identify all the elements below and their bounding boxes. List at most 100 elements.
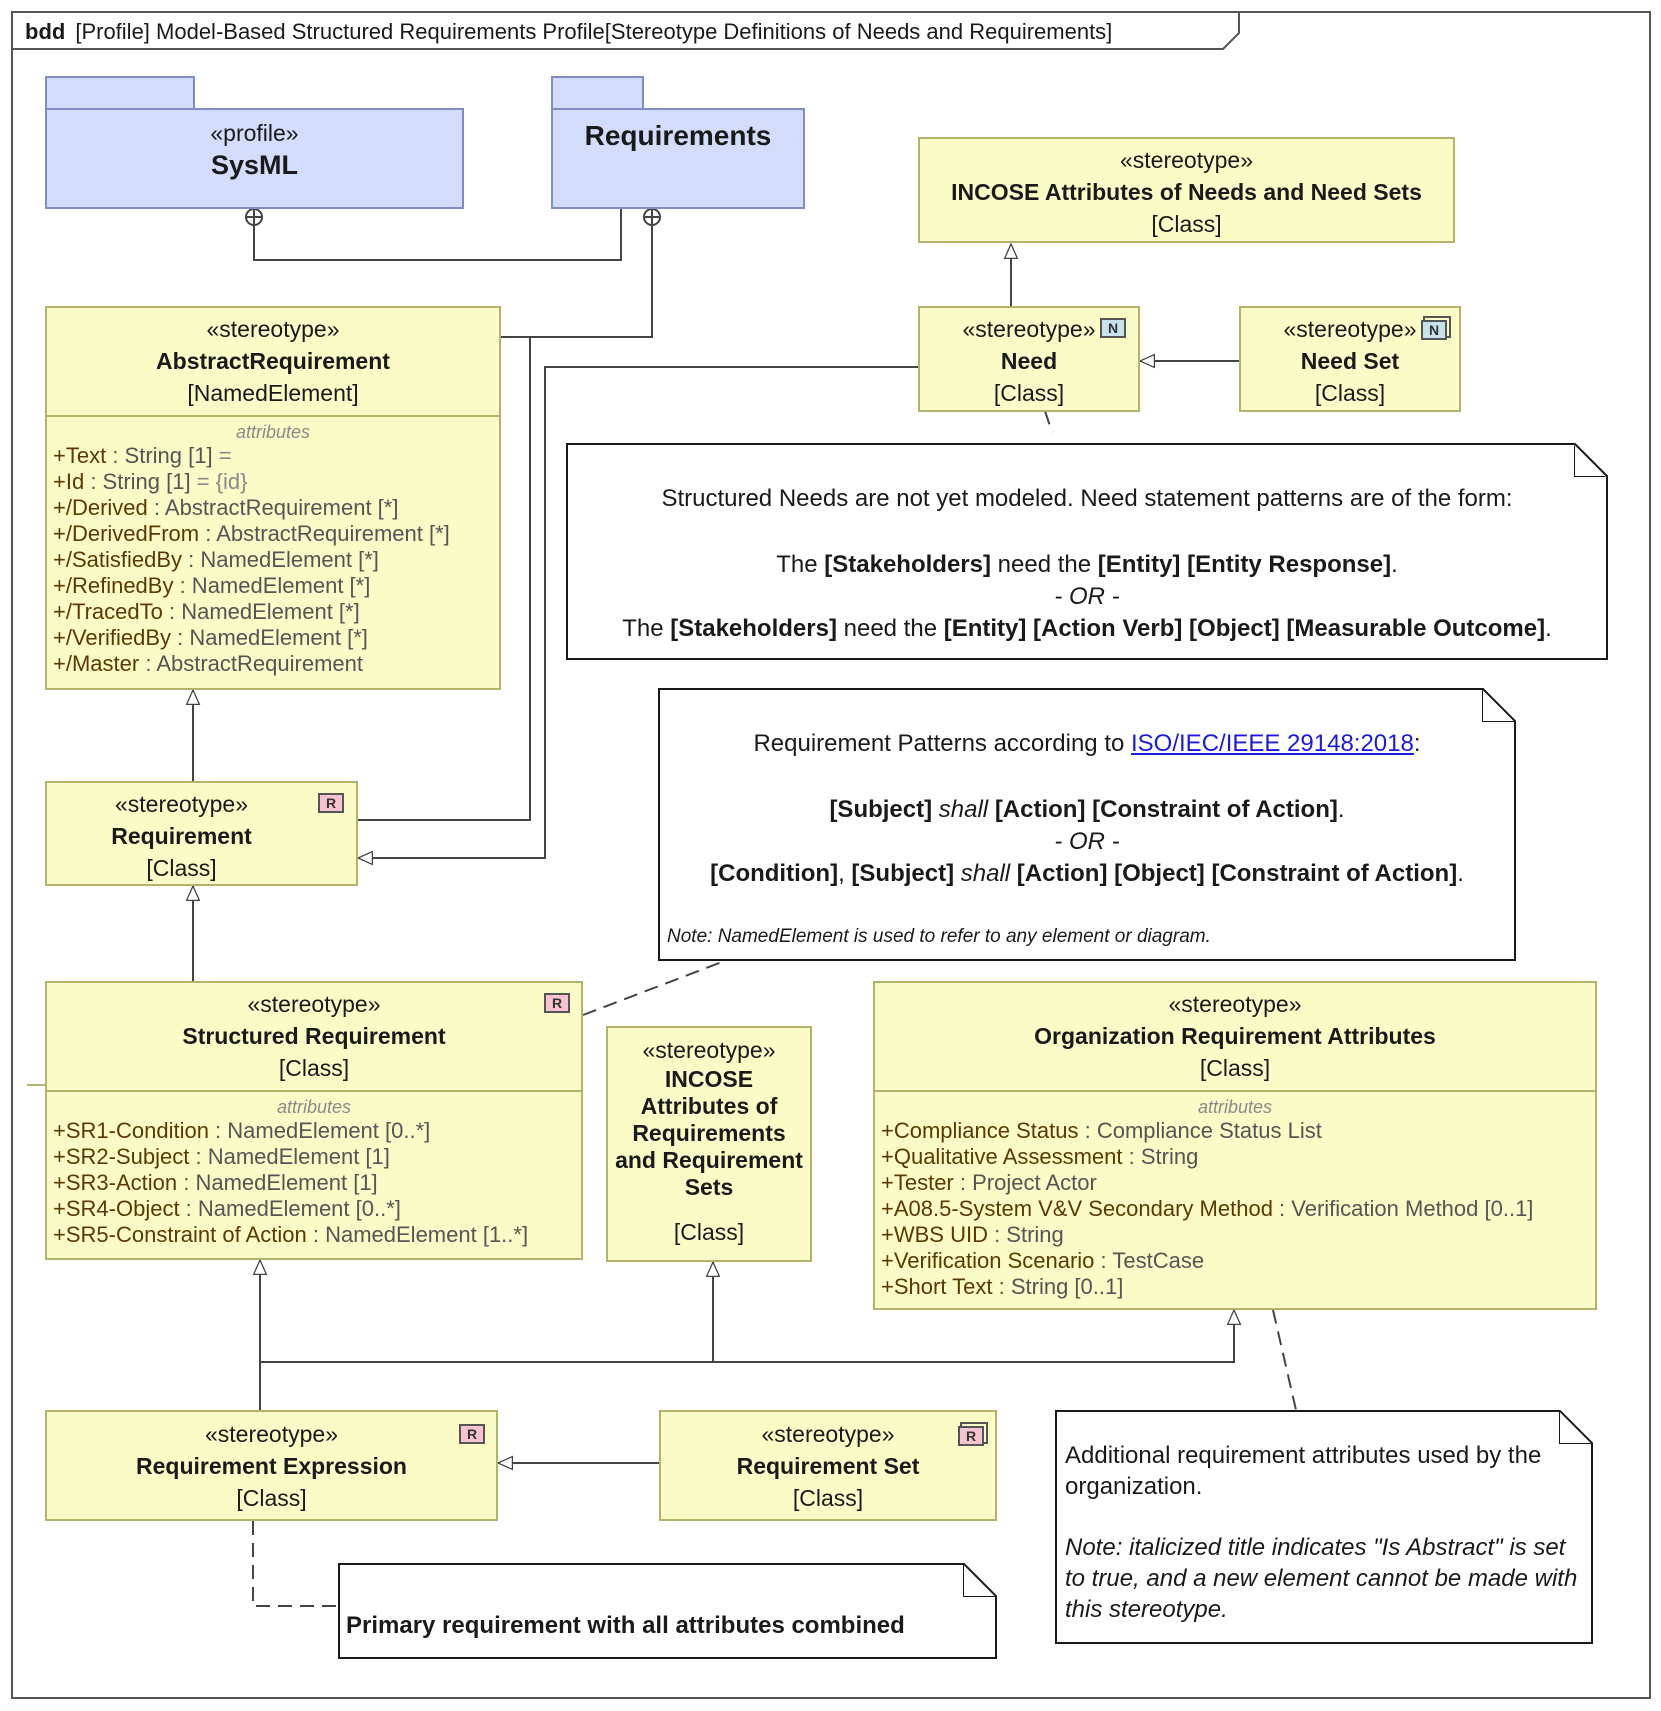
or-separator: - OR - (1054, 583, 1120, 610)
attribute-name: +/Derived (53, 495, 148, 520)
diagram-title: [Profile] Model-Based Structured Require… (75, 19, 1113, 44)
class-structured-requirement[interactable]: «stereotype» Structured Requirement [Cla… (45, 981, 583, 1260)
attribute-type: : NamedElement [1] (177, 1170, 378, 1195)
class-metaclass: [Class] (673, 1219, 745, 1245)
class-metaclass: [Class] (993, 380, 1065, 406)
anchor-org-note[interactable] (1272, 1309, 1297, 1411)
attribute-type: : AbstractRequirement [*] (199, 521, 450, 546)
class-metaclass: [Class] (146, 855, 217, 881)
attribute-row[interactable]: +Short Text : String [0..1] (881, 1274, 1589, 1300)
iso-standard-link[interactable]: ISO/IEC/IEEE 29148:2018 (1131, 730, 1414, 757)
generalization-expression-to-org-attrs[interactable] (713, 1310, 1234, 1363)
attribute-row[interactable]: +SR5-Constraint of Action : NamedElement… (53, 1222, 575, 1248)
class-stereotype: «stereotype» (761, 1421, 895, 1447)
package-requirements[interactable]: Requirements (551, 108, 805, 209)
attribute-row[interactable]: +Qualitative Assessment : String (881, 1144, 1589, 1170)
class-metaclass: [Class] (792, 1485, 864, 1511)
note-requirement-patterns[interactable]: Requirement Patterns according to ISO/IE… (658, 688, 1516, 961)
need-pattern-1: The [Stakeholders] need the [Entity] [En… (776, 551, 1398, 578)
class-stereotype: «stereotype» (206, 316, 340, 342)
attribute-row[interactable]: +/DerivedFrom : AbstractRequirement [*] (53, 521, 493, 547)
attribute-row[interactable]: +Verification Scenario : TestCase (881, 1248, 1589, 1274)
note-text: Primary requirement with all attributes … (346, 1612, 905, 1639)
note-intro: Structured Needs are not yet modeled. Ne… (661, 485, 1513, 512)
containment-sysml-requirements[interactable] (253, 208, 622, 261)
attribute-list: +SR1-Condition : NamedElement [0..*]+SR2… (47, 1118, 581, 1248)
attribute-row[interactable]: +Id : String [1] = {id} (53, 469, 493, 495)
or-separator: - OR - (1054, 828, 1120, 855)
attribute-type: : Verification Method [0..1] (1272, 1196, 1534, 1221)
attribute-default: = (212, 443, 232, 468)
containment-requirements-abstract[interactable] (501, 226, 653, 338)
generalization-need-to-requirement[interactable] (358, 366, 920, 858)
package-tab-sysml (45, 76, 195, 110)
class-stereotype: «stereotype» (1283, 316, 1417, 342)
class-need-set[interactable]: «stereotype» Need Set [Class] N (1239, 306, 1461, 412)
diagram-frame-header[interactable]: bdd[Profile] Model-Based Structured Requ… (11, 11, 1240, 50)
note-fold (963, 1563, 997, 1597)
note-fold (1574, 443, 1608, 477)
attribute-row[interactable]: +SR1-Condition : NamedElement [0..*] (53, 1118, 575, 1144)
class-name-line: Requirements (632, 1120, 786, 1146)
note-organization-attributes[interactable]: Additional requirement attributes used b… (1055, 1410, 1593, 1644)
class-requirement[interactable]: «stereotype» Requirement [Class] R (45, 781, 358, 886)
class-incose-requirements-attributes[interactable]: «stereotype» INCOSE Attributes of Requir… (606, 1026, 812, 1262)
attribute-row[interactable]: +/Derived : AbstractRequirement [*] (53, 495, 493, 521)
class-organization-requirement-attributes[interactable]: «stereotype» Organization Requirement At… (873, 981, 1597, 1310)
package-stereotype: «profile» (210, 120, 299, 146)
class-metaclass: [Class] (278, 1055, 350, 1081)
attribute-row[interactable]: +/SatisfiedBy : NamedElement [*] (53, 547, 493, 573)
anchor-structured-note[interactable] (582, 961, 723, 1016)
note-fold (1482, 688, 1516, 722)
attribute-default: = {id} (190, 469, 248, 494)
attribute-name: +WBS UID (881, 1222, 988, 1247)
class-incose-needs-attributes[interactable]: «stereotype» INCOSE Attributes of Needs … (918, 137, 1455, 243)
attribute-type: : AbstractRequirement (139, 651, 363, 676)
attribute-row[interactable]: +/TracedTo : NamedElement [*] (53, 599, 493, 625)
attribute-row[interactable]: +/Master : AbstractRequirement (53, 651, 493, 677)
attribute-name: +Id (53, 469, 85, 494)
attribute-row[interactable]: +SR2-Subject : NamedElement [1] (53, 1144, 575, 1170)
note-abstract-remark: Note: italicized title indicates "Is Abs… (1065, 1534, 1578, 1623)
generalization-expression-to-incose-req[interactable] (260, 1262, 713, 1363)
attribute-name: +A08.5-System V&V Secondary Method (881, 1196, 1273, 1221)
class-name: Need (1000, 348, 1058, 374)
attribute-name: +/Master (53, 651, 140, 676)
attribute-row[interactable]: +SR3-Action : NamedElement [1] (53, 1170, 575, 1196)
attribute-row[interactable]: +Compliance Status : Compliance Status L… (881, 1118, 1589, 1144)
class-abstract-requirement[interactable]: «stereotype» AbstractRequirement [NamedE… (45, 306, 501, 690)
attribute-row[interactable]: +/VerifiedBy : NamedElement [*] (53, 625, 493, 651)
attribute-list: +Compliance Status : Compliance Status L… (875, 1118, 1595, 1300)
attribute-row[interactable]: +Text : String [1] = (53, 443, 493, 469)
attribute-row[interactable]: +/RefinedBy : NamedElement [*] (53, 573, 493, 599)
class-requirement-set[interactable]: «stereotype» Requirement Set [Class] R (659, 1410, 997, 1521)
attribute-name: +Text (53, 443, 107, 468)
attribute-name: +/SatisfiedBy (53, 547, 183, 572)
attribute-row[interactable]: +Tester : Project Actor (881, 1170, 1589, 1196)
attribute-type: : Project Actor (953, 1170, 1097, 1195)
note-primary-requirement[interactable]: Primary requirement with all attributes … (338, 1563, 997, 1659)
attribute-row[interactable]: +A08.5-System V&V Secondary Method : Ver… (881, 1196, 1589, 1222)
anchor-need-note[interactable] (1044, 410, 1053, 433)
note-fold (1559, 1410, 1593, 1444)
class-metaclass: [Class] (1151, 211, 1222, 237)
requirement-icon: R (459, 1424, 485, 1444)
class-name-line: INCOSE (664, 1066, 754, 1092)
containment-requirements-requirement[interactable] (358, 337, 531, 821)
attribute-row[interactable]: +WBS UID : String (881, 1222, 1589, 1248)
note-need-patterns[interactable]: Structured Needs are not yet modeled. Ne… (566, 443, 1608, 660)
class-need[interactable]: «stereotype» Need [Class] N (918, 306, 1140, 412)
attribute-type: : NamedElement [1] (189, 1144, 390, 1169)
class-requirement-expression[interactable]: «stereotype» Requirement Expression [Cla… (45, 1410, 498, 1521)
compartment-title: attributes (276, 1097, 352, 1117)
requirement-icon: R (544, 993, 570, 1013)
class-name: Requirement Set (736, 1453, 920, 1479)
package-sysml[interactable]: «profile» SysML (45, 108, 464, 209)
attribute-type: : String [1] (84, 469, 191, 494)
need-icon: N (1100, 318, 1126, 338)
attribute-name: +Verification Scenario (881, 1248, 1095, 1273)
attribute-row[interactable]: +SR4-Object : NamedElement [0..*] (53, 1196, 575, 1222)
anchor-expression-note[interactable] (252, 1521, 338, 1607)
